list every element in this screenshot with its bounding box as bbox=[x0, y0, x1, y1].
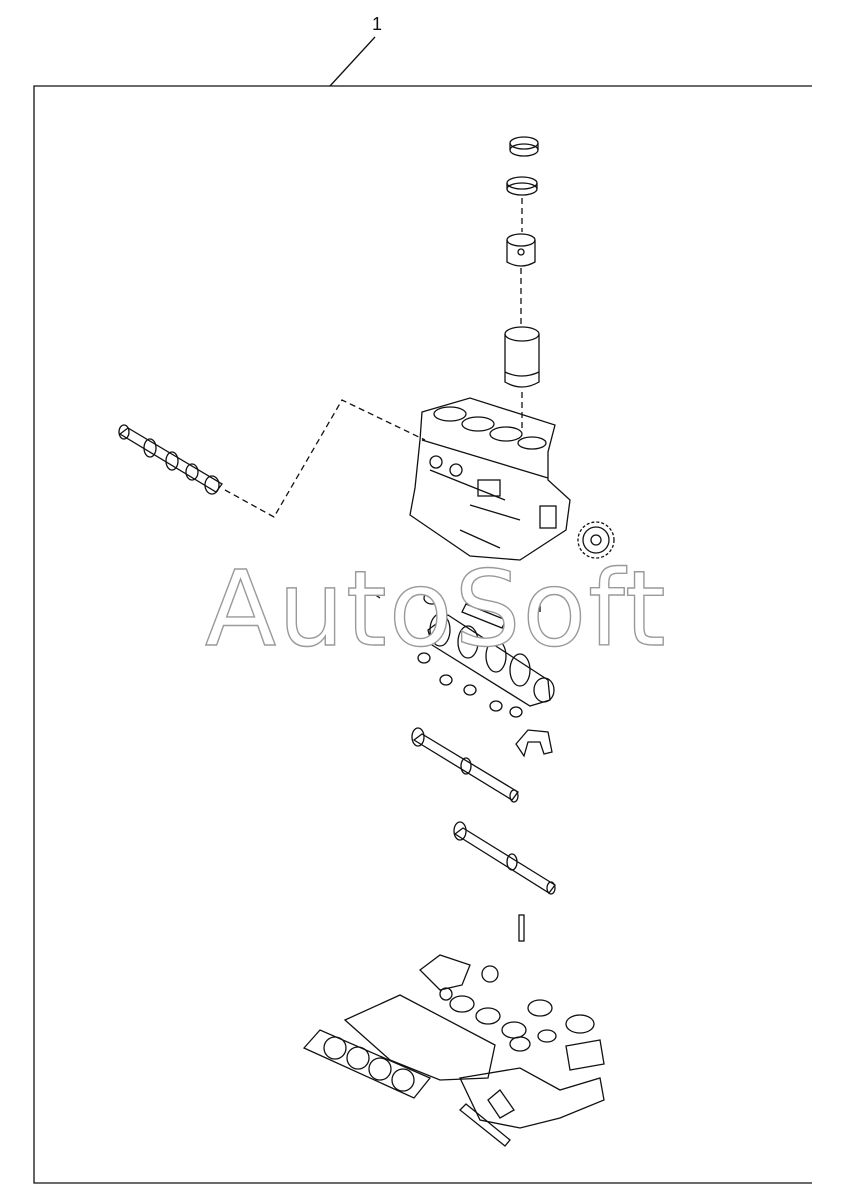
cylinder-block bbox=[409, 397, 571, 561]
connecting-rod-bearings bbox=[373, 591, 541, 718]
callout-number: 1 bbox=[372, 14, 383, 34]
camshaft bbox=[118, 424, 223, 495]
piston-ring-lower bbox=[506, 176, 538, 196]
callout-leader bbox=[329, 36, 376, 87]
dowel-pin bbox=[518, 914, 525, 942]
frame-border bbox=[33, 85, 812, 1184]
balancer-shaft-lower bbox=[453, 821, 556, 895]
gasket-set bbox=[302, 954, 605, 1147]
camshaft-dash-leader bbox=[224, 399, 426, 518]
piston bbox=[506, 233, 536, 267]
timing-gear bbox=[577, 521, 615, 559]
balancer-shaft-upper bbox=[411, 727, 519, 803]
crankshaft bbox=[427, 613, 555, 707]
cylinder-liner bbox=[504, 326, 540, 388]
piston-ring-top bbox=[509, 136, 539, 157]
main-bearing-cap bbox=[515, 729, 553, 758]
